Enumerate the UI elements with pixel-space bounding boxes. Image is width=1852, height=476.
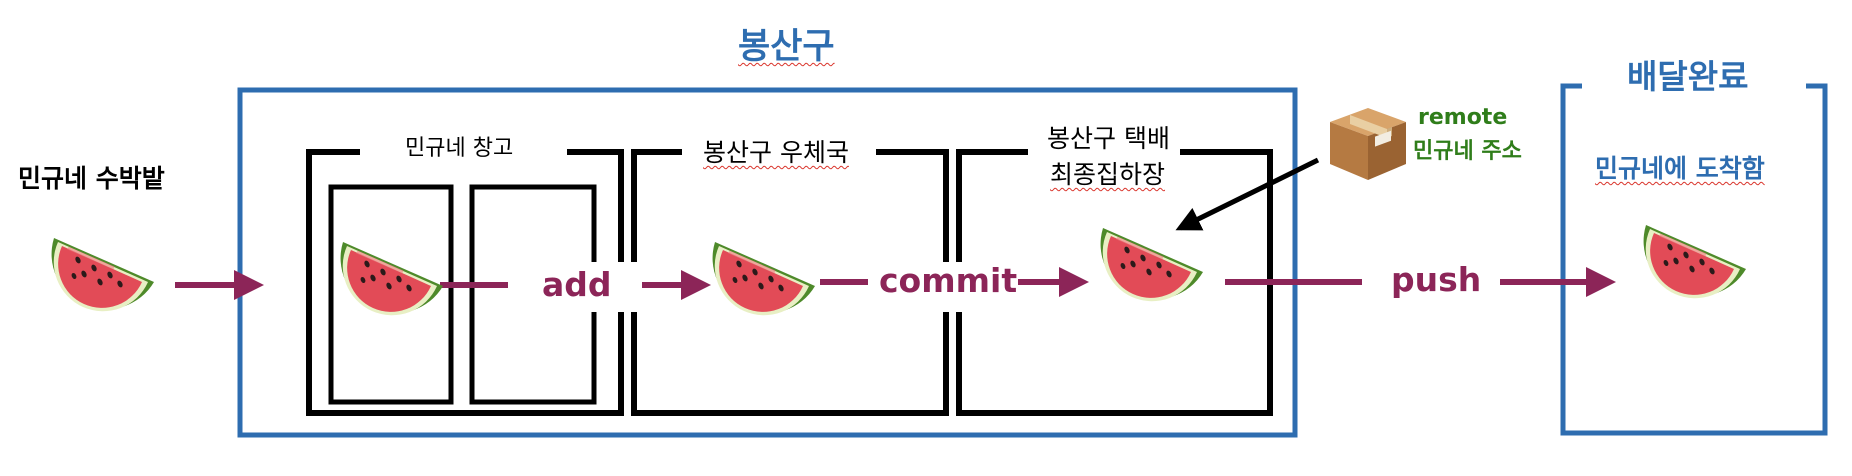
warehouse-left-compartment (328, 184, 454, 405)
hub-label-line2: 최종집하장 (1050, 160, 1166, 189)
post-office-frame (631, 149, 949, 416)
post-office-label: 봉산구 우체국 (703, 138, 849, 167)
bongsan-gu-title: 봉산구 (738, 27, 835, 67)
delivered-label: 민규네에 도착함 (1595, 154, 1765, 183)
warehouse-frame (306, 149, 624, 416)
watermelon-icon (50, 236, 156, 313)
add-label: add (542, 265, 612, 304)
watermelon-icon (711, 240, 817, 317)
push-label: push (1391, 260, 1482, 299)
hub-frame (956, 149, 1273, 416)
remote-word: remote (1418, 105, 1508, 130)
delivered-frame (1560, 83, 1828, 436)
bongsan-gu-frame (237, 87, 1298, 438)
watermelon-icon (1642, 223, 1748, 300)
hub-label-line1: 봉산구 택배 (1047, 124, 1170, 153)
watermelon-icon (339, 240, 445, 317)
commit-label: commit (879, 261, 1018, 300)
warehouse-label: 민규네 창고 (405, 136, 514, 161)
remote-pointer-arrow (1175, 157, 1320, 231)
source-label: 민규네 수박밭 (18, 164, 165, 193)
remote-address: 민규네 주소 (1413, 139, 1522, 164)
package-box-icon (1330, 108, 1406, 180)
watermelon-icon (1099, 226, 1205, 303)
delivered-title: 배달완료 (1627, 57, 1749, 96)
